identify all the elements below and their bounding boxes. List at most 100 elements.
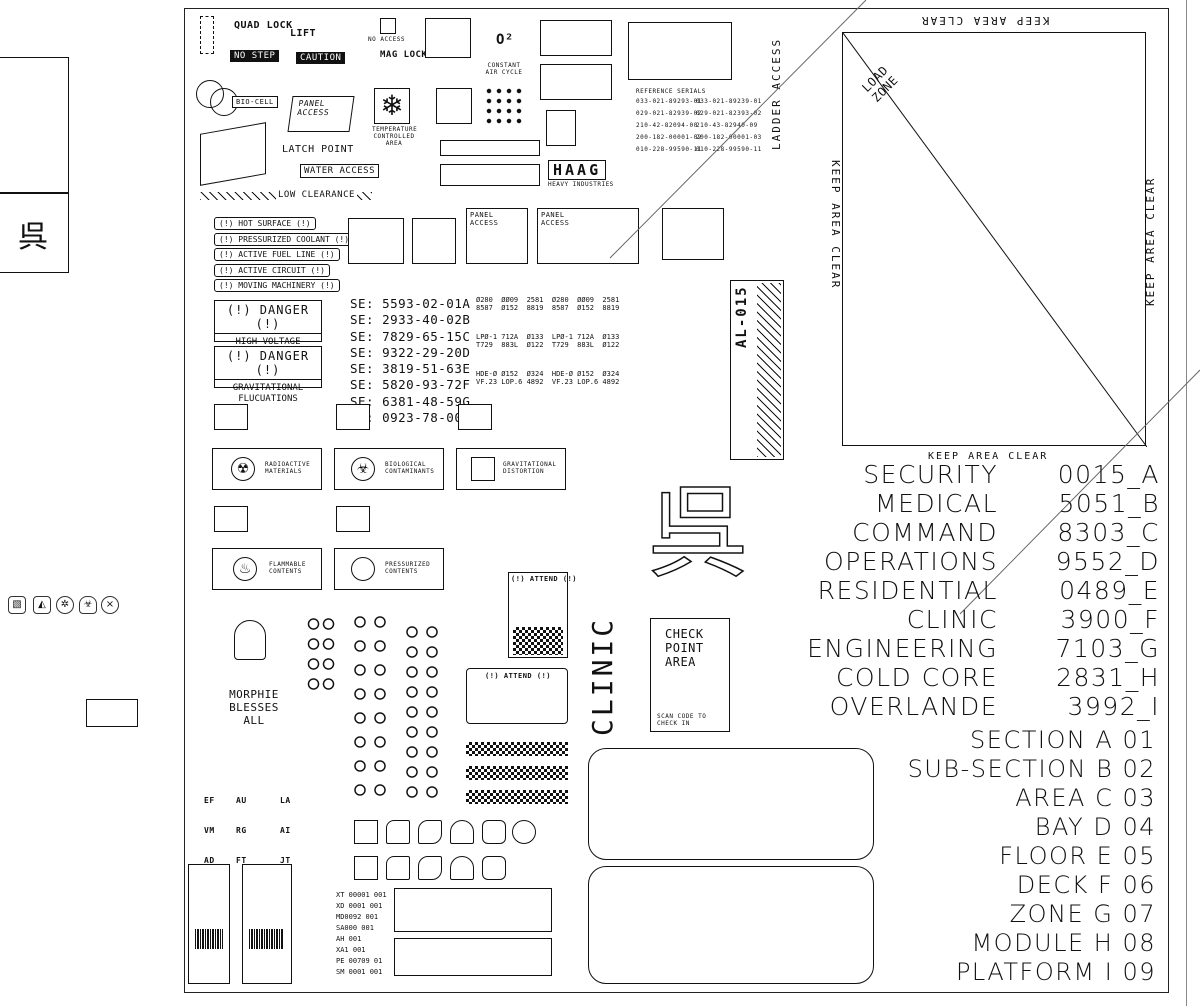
reference-serial-b: 010-228-99590-11 (696, 146, 762, 153)
biohazard-tile (336, 404, 370, 430)
mag-lock-label: MAG LOCK (380, 50, 428, 60)
warning-radioactive: ☢ RADIOACTIVE MATERIALS (212, 448, 322, 490)
scroll-track[interactable] (1186, 0, 1200, 1006)
glyph-tool[interactable]: 呉 (0, 193, 69, 273)
lift-label: LIFT (290, 28, 317, 39)
serial-item: SE: 5593-02-01A (350, 296, 471, 311)
serial-item: SE: 3819-51-63E (350, 361, 471, 377)
section-label: PLATFORM I 09 (955, 958, 1156, 986)
reference-serial-row: 210-42-82094-00210-43-82940-09 (636, 120, 762, 132)
reference-serial-a: 033-021-89293-01 (636, 98, 702, 105)
scan-code-label: SCAN CODE TO CHECK IN (657, 713, 707, 727)
temperature-controlled-label: TEMPERATURE CONTROLLED AREA (372, 126, 418, 147)
check-point-label: CHECK POINT AREA (665, 627, 704, 669)
tiny-code: AD (204, 856, 215, 865)
department-code: 0015_A (1057, 460, 1160, 489)
section-label: AREA C 03 (1015, 784, 1156, 812)
department-code: 5051_B (1058, 489, 1160, 518)
water-access-label: WATER ACCESS (300, 164, 380, 178)
department-code: 7103_G (1055, 634, 1160, 663)
keep-area-clear-bottom: KEEP AREA CLEAR (928, 451, 1049, 462)
department-name: COLD CORE (835, 663, 998, 692)
hazard-tag: (!) ACTIVE FUEL LINE (!) (214, 248, 340, 261)
tiny-code: RG (236, 826, 247, 835)
danger-high-voltage: (!) DANGER (!) HIGH VOLTAGE (214, 300, 322, 347)
sticker-icon[interactable]: ▧ (8, 596, 26, 614)
reference-serials-label: REFERENCE SERIALS (636, 88, 706, 95)
code-grid-row: LPØ-1 712A Ø133 LPØ-1 712A Ø133 (476, 333, 620, 341)
target-grid-2 (402, 622, 442, 802)
warning-pressurized: PRESSURIZED CONTENTS (334, 548, 444, 590)
morphie-head (234, 620, 266, 660)
script-panel-2 (394, 938, 552, 976)
tiny-code: JT (280, 856, 291, 865)
latch-point-label: LATCH POINT (282, 144, 354, 155)
warning-gravitational: GRAVITATIONAL DISTORTION (456, 448, 566, 490)
target-grid (306, 614, 336, 694)
snowflake-icon: ❄ (374, 88, 410, 124)
serial-info-panel (628, 22, 732, 80)
cell-panel (546, 110, 576, 146)
reference-serial-a: 010-228-99590-11 (636, 146, 702, 153)
target-panel (436, 88, 472, 124)
check-point-sign: CHECK POINT AREA SCAN CODE TO CHECK IN (650, 618, 730, 732)
script-panel-1 (394, 888, 552, 932)
glyph-icon: 呉 (18, 220, 48, 255)
barcode-1 (195, 929, 223, 949)
section-label: SUB-SECTION B 02 (907, 755, 1156, 783)
department-name: SECURITY (863, 460, 998, 489)
serial-item: SE: 9322-29-20D (350, 344, 471, 360)
attend-panel-2: (!) ATTEND (!) (466, 668, 568, 724)
shape-circle (512, 820, 536, 844)
shape-rounded (386, 820, 410, 844)
stencil-block-2 (588, 866, 874, 984)
hazard-tag: (!) HOT SURFACE (!) (214, 217, 316, 230)
hazard-icon[interactable]: ◭ (33, 596, 51, 614)
reference-serial-b: 210-43-82940-09 (696, 122, 758, 129)
department-name: RESIDENTIAL (817, 576, 998, 605)
low-clearance-label: LOW CLEARANCE (276, 190, 357, 200)
target-grid-3 (350, 610, 390, 800)
reference-serial-row: 029-021-82939-02029-021-82393-02 (636, 108, 762, 120)
tiny-code: VM (204, 826, 215, 835)
shape-square-2 (354, 856, 378, 880)
close-icon[interactable]: × (101, 596, 119, 614)
section-label: SECTION A 01 (970, 726, 1156, 754)
barcode-2 (249, 929, 283, 949)
shape-arch-2 (450, 856, 474, 880)
no-access-label: NO ACCESS (368, 36, 406, 43)
form-panel (425, 18, 471, 58)
panel-access-screen-1: PANEL ACCESS (466, 208, 528, 264)
attend-panel-1-pattern (513, 627, 563, 655)
stencil-block-1 (588, 748, 874, 860)
o2-label: O² (496, 32, 514, 48)
department-code: 2831_H (1056, 663, 1160, 692)
clinic-vertical: CLINIC (586, 616, 619, 736)
department-code: 8303_C (1057, 518, 1160, 547)
serial-item: SE: 2933-40-02B (350, 312, 471, 328)
flame-tile (214, 506, 248, 532)
al-015-stripe (757, 283, 781, 457)
department-name: COMMAND (852, 518, 998, 547)
warning-flammable-label: FLAMMABLE CONTENTS (269, 561, 307, 575)
barcode-code: SM 0001 001 (336, 968, 383, 976)
decal-sheet (184, 8, 1169, 993)
biohazard-icon[interactable]: ☣ (79, 596, 97, 614)
radiation-icon[interactable]: ✲ (56, 596, 74, 614)
department-name: MEDICAL (875, 489, 998, 518)
department-row: COLD CORE 2831_H (780, 663, 1160, 692)
tiny-code: EF (204, 796, 215, 805)
department-code: 0489_E (1059, 576, 1160, 605)
code-grid-row: VF.23 LOP.6 4892 VF.23 LOP.6 4892 (476, 378, 620, 386)
hazard-tag: (!) MOVING MACHINERY (!) (214, 279, 340, 292)
load-zone (842, 32, 1147, 447)
barcode-tag-2 (242, 864, 292, 984)
serial-item: SE: 5820-93-72F (350, 377, 471, 393)
department-row: COMMAND 8303_C (780, 518, 1160, 547)
panel-access-screen-2: PANEL ACCESS (537, 208, 639, 264)
barcode-code: XT 00001 001 (336, 891, 387, 899)
swatch-box[interactable] (86, 699, 138, 727)
